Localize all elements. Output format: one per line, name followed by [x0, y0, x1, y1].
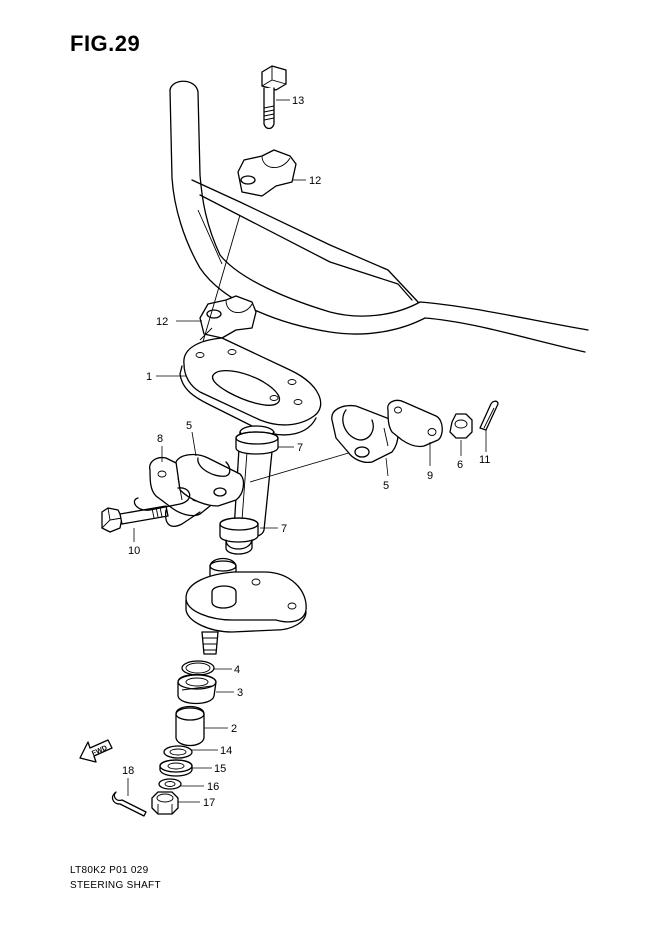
callout-11: 11 [479, 454, 490, 466]
lower-handlebar-clamp [199, 295, 257, 341]
lower-shaft-seal [219, 517, 259, 555]
callout-7-lower: 7 [281, 523, 287, 535]
callout-4: 4 [234, 664, 240, 676]
upper-handlebar-clamp [237, 149, 297, 197]
holder-plate [387, 399, 443, 448]
forward-arrow-icon: FWD [79, 739, 113, 763]
pitman-arm [185, 571, 307, 633]
handlebar [169, 80, 589, 353]
handlebar-bolt [261, 65, 287, 130]
callout-12-upper: 12 [309, 175, 321, 187]
callout-10: 10 [128, 545, 140, 557]
callout-17: 17 [203, 797, 215, 809]
callout-8: 8 [157, 433, 163, 445]
callout-18: 18 [122, 765, 134, 777]
callout-9: 9 [427, 470, 433, 482]
callout-5-left: 5 [186, 420, 192, 432]
callout-1: 1 [146, 371, 152, 383]
callout-12-lower: 12 [156, 316, 168, 328]
flat-washer [163, 745, 193, 759]
holder-bolt [101, 487, 201, 533]
lower-shaft-stud [201, 631, 219, 655]
oil-seal [181, 660, 215, 676]
leader-lines [127, 99, 487, 803]
figure-name: STEERING SHAFT [70, 880, 161, 891]
callout-14: 14 [220, 745, 232, 757]
callout-13: 13 [292, 95, 304, 107]
figure-code: LT80K2 P01 029 [70, 865, 149, 876]
callout-5-right: 5 [383, 480, 389, 492]
castle-nut [449, 413, 473, 439]
right-bushing-holder [331, 404, 399, 464]
callout-16: 16 [207, 781, 219, 793]
callout-numbers: 13 12 12 1 7 7 8 5 5 9 6 11 10 4 3 2 14 … [122, 95, 490, 809]
callout-15: 15 [214, 763, 226, 775]
figure-title: FIG.29 [70, 31, 141, 56]
thick-washer [159, 759, 193, 777]
cotter-pin-upper [479, 400, 499, 431]
left-bushing-holder [149, 453, 245, 517]
callout-2: 2 [231, 723, 237, 735]
holder-alignment-line [249, 451, 353, 483]
handlebar-holder-plate [179, 337, 322, 436]
shaft-bushing [175, 705, 205, 747]
shaft-nut [151, 791, 179, 815]
bolt-alignment-line [199, 214, 241, 353]
spring-washer [158, 778, 182, 790]
cotter-pin-lower [111, 791, 147, 817]
callout-6: 6 [457, 459, 463, 471]
callout-7-upper: 7 [297, 442, 303, 454]
upper-shaft-seal [235, 431, 279, 455]
steering-bearing [177, 673, 217, 705]
callout-3: 3 [237, 687, 243, 699]
